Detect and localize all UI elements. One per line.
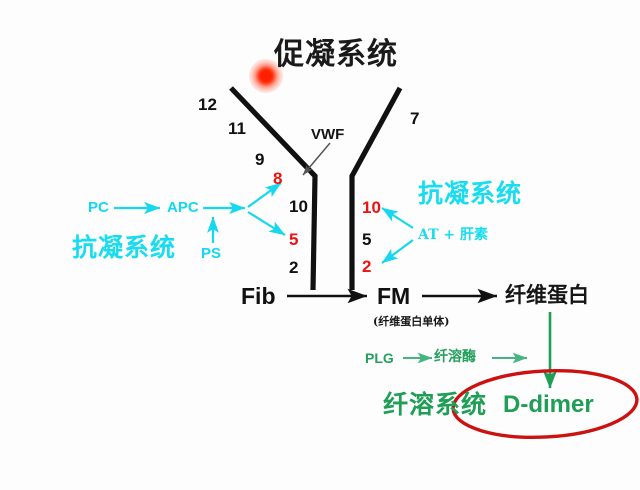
extrinsic-pathway-line bbox=[349, 86, 403, 290]
pc-label: PC bbox=[88, 199, 109, 216]
apc-label: APC bbox=[167, 199, 199, 216]
factor-2-intrinsic-label: 2 bbox=[289, 258, 299, 277]
fibrinogen-label: Fib bbox=[241, 283, 276, 309]
at-inhibits-f10-arrow bbox=[381, 207, 414, 229]
factor-10-extrinsic-label: 10 bbox=[362, 198, 381, 217]
page-title: 促凝系统 bbox=[274, 37, 398, 72]
vwf-pointer-arrow bbox=[302, 142, 331, 176]
apc-inhibits-f5-arrow bbox=[247, 211, 286, 236]
ps-label: PS bbox=[201, 245, 222, 262]
d-dimer-label: D-dimer bbox=[503, 391, 594, 418]
fibrin-label: 纤维蛋白 bbox=[505, 282, 589, 307]
factor-10-intrinsic-label: 10 bbox=[289, 197, 308, 216]
ddimer-highlight-ellipse bbox=[451, 368, 639, 440]
fibrin-monomer-note: (纤维蛋白单体) bbox=[373, 315, 450, 328]
factor-9-label: 9 bbox=[255, 150, 265, 169]
plg-label: PLG bbox=[365, 350, 394, 366]
factor-8-label: 8 bbox=[273, 169, 283, 188]
intrinsic-pathway-line bbox=[229, 86, 318, 291]
factor-11-label: 11 bbox=[228, 119, 246, 138]
factor-7-label: 7 bbox=[410, 109, 420, 128]
factor-5-intrinsic-label: 5 bbox=[289, 230, 299, 249]
vwf-label: VWF bbox=[311, 126, 345, 143]
at-inhibits-f2-arrow bbox=[381, 239, 414, 264]
anticoagulation-system-left-label: 抗凝系统 bbox=[72, 233, 177, 262]
apc-inhibits-f8-arrow bbox=[247, 182, 282, 208]
fibrin-monomer-label: FM bbox=[377, 283, 411, 309]
factor-5-extrinsic-label: 5 bbox=[362, 230, 372, 249]
anticoagulation-system-right-label: 抗凝系统 bbox=[418, 179, 523, 208]
at-heparin-label: AT + 肝素 bbox=[418, 227, 488, 243]
factor-2-extrinsic-label: 2 bbox=[362, 257, 372, 276]
factor-12-label: 12 bbox=[198, 95, 217, 114]
fibrinolysis-system-label: 纤溶系统 bbox=[383, 390, 488, 419]
plasmin-label: 纤溶酶 bbox=[434, 349, 476, 365]
activation-red-dot bbox=[249, 59, 283, 93]
